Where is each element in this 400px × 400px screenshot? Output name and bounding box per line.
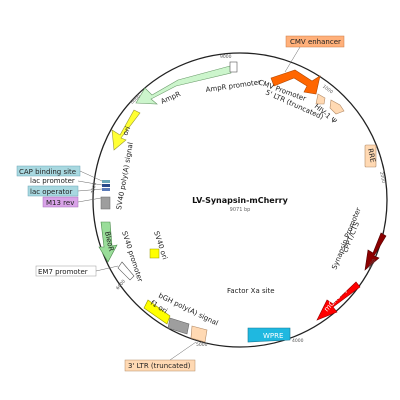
hiv1-feature[interactable]: [329, 99, 345, 115]
ltr3-box: [124, 359, 196, 372]
sv40-ori-feature[interactable]: [149, 248, 160, 259]
ori-label: ori: [121, 125, 132, 136]
ltr3-label: 3' LTR (truncated): [128, 362, 191, 370]
tick-1000: 1000: [321, 84, 334, 96]
sv40-promoter-feature[interactable]: [117, 261, 135, 281]
wpre-label: WPRE: [263, 332, 283, 340]
cmv-enhancer-box: [285, 35, 345, 48]
em7-leader: [95, 265, 119, 272]
plasmid-size: 9071 bp: [230, 207, 251, 213]
ampr-promoter-feature[interactable]: [229, 61, 238, 73]
m13rev-leader: [77, 197, 102, 203]
m13rev-label: M13 rev: [46, 199, 74, 207]
tick-7000: 7000: [90, 182, 98, 194]
cmv-enhancer-leader: [284, 46, 301, 73]
ori-feature[interactable]: [111, 109, 141, 151]
tick-8000: 8000: [129, 93, 142, 105]
rre-label: RRE: [366, 148, 377, 164]
cmv-enhancer-label: CMV enhancer: [290, 38, 341, 46]
lac-operator-leader: [77, 188, 103, 192]
mcherry-feature[interactable]: [316, 281, 361, 321]
lac-promoter-leader: [77, 180, 103, 186]
ltr3-feature[interactable]: [190, 325, 208, 343]
cap-mark: [102, 180, 110, 183]
cap-leader: [79, 170, 103, 182]
ltr3-leader: [169, 341, 197, 361]
wpre-feature[interactable]: [247, 327, 291, 343]
sv40-polya-feature[interactable]: [100, 196, 111, 210]
tick-9000: 9000: [220, 54, 232, 60]
plasmid-name: LV-Synapsin-mCherry: [192, 196, 288, 205]
mcherry-label: mCherry: [323, 286, 349, 314]
factor-xa-label: Factor Xa site: [227, 287, 275, 295]
tick-3000: 3000: [367, 258, 378, 271]
cppt-feature[interactable]: [364, 232, 387, 271]
bleor-feature[interactable]: [98, 221, 118, 263]
lac-operator-mark: [102, 188, 110, 191]
backbone-circle: [92, 52, 388, 348]
lac-promoter-label: lac promoter: [30, 177, 75, 185]
cap-label: CAP binding site: [19, 168, 76, 176]
cmv-promoter-feature[interactable]: [270, 69, 321, 95]
ampr-feature[interactable]: [135, 65, 232, 105]
em7-label: EM7 promoter: [38, 268, 88, 276]
tick-4000: 4000: [292, 338, 304, 344]
bgh-feature[interactable]: [167, 317, 190, 335]
f1ori-feature[interactable]: [143, 299, 171, 325]
ltr5-feature[interactable]: [315, 93, 326, 105]
lac-operator-label: lac operator: [30, 188, 73, 196]
rre-feature[interactable]: [364, 144, 377, 168]
ampr-promoter-label: AmpR promoter: [205, 78, 261, 94]
tick-5000: 5000: [196, 342, 208, 348]
lac-promoter-mark: [102, 184, 110, 187]
tick-2000: 2000: [378, 171, 386, 184]
sv40-polya-label: SV40 poly(A) signal: [115, 142, 135, 211]
